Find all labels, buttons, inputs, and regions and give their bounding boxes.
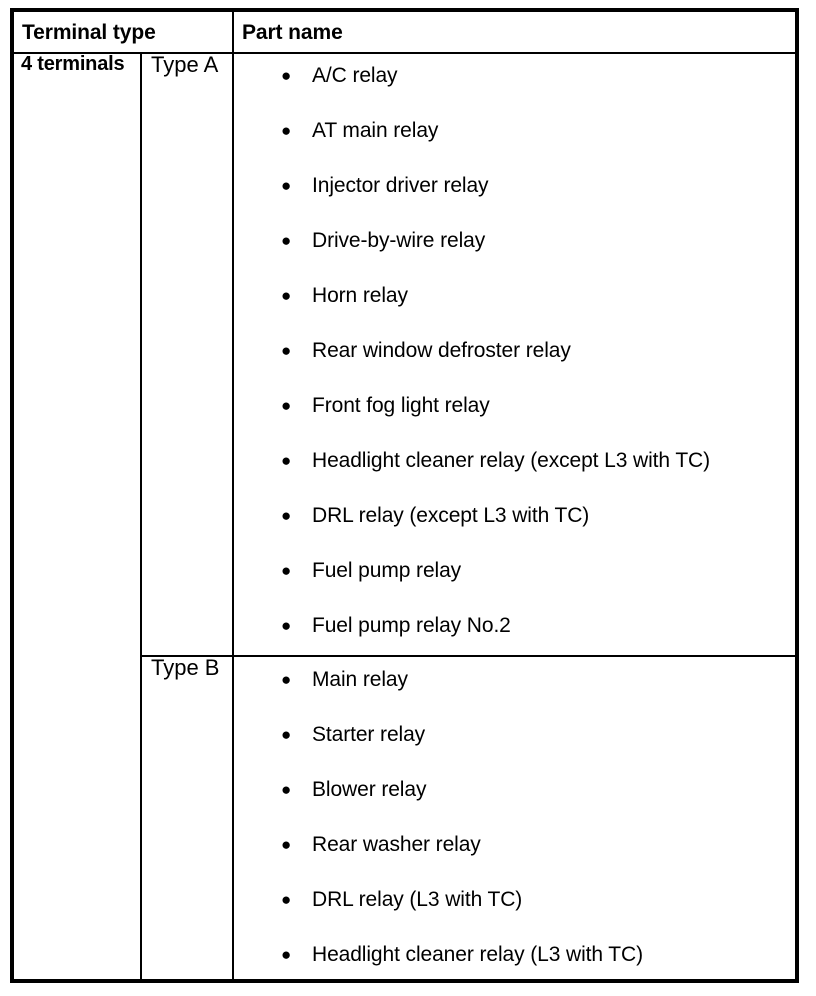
part-name-label: Headlight cleaner relay (L3 with TC) — [312, 943, 643, 967]
part-name-label: Fuel pump relay — [312, 559, 462, 582]
list-item: ● Fuel pump relay — [234, 557, 795, 584]
list-item: ● DRL relay (L3 with TC) — [234, 886, 795, 913]
bullet-icon: ● — [281, 835, 292, 855]
part-name-label: DRL relay (L3 with TC) — [312, 888, 523, 912]
list-item: ● AT main relay — [234, 117, 795, 144]
part-name-label: Front fog light relay — [312, 394, 490, 417]
part-name-label: Starter relay — [312, 723, 426, 747]
list-item: ● DRL relay (except L3 with TC) — [234, 502, 795, 529]
part-name-label: Rear window defroster relay — [312, 339, 571, 362]
bullet-icon: ● — [281, 506, 292, 525]
list-item: ● Headlight cleaner relay (except L3 wit… — [234, 447, 795, 474]
part-name-label: Drive-by-wire relay — [312, 229, 486, 252]
header-label-terminal-type: Terminal type — [22, 20, 156, 44]
part-name-label: AT main relay — [312, 119, 439, 142]
part-name-label: Rear washer relay — [312, 833, 481, 857]
bullet-icon: ● — [281, 561, 292, 580]
part-name-label: A/C relay — [312, 64, 398, 87]
bullet-icon: ● — [281, 341, 292, 360]
list-item: ● Rear window defroster relay — [234, 337, 795, 364]
bullet-icon: ● — [281, 945, 292, 965]
bullet-icon: ● — [281, 121, 292, 140]
list-item: ● Fuel pump relay No.2 — [234, 612, 795, 639]
bullet-icon: ● — [281, 231, 292, 250]
list-item: ● Starter relay — [234, 721, 795, 748]
list-item: ● Drive-by-wire relay — [234, 227, 795, 254]
part-name-label: Horn relay — [312, 284, 408, 307]
part-name-label: Injector driver relay — [312, 174, 489, 197]
relay-terminal-table: Terminal type Part name 4 terminals Type… — [10, 8, 799, 983]
bullet-icon: ● — [281, 670, 292, 690]
bullet-icon: ● — [281, 890, 292, 910]
list-item: ● Headlight cleaner relay (L3 with TC) — [234, 941, 795, 968]
part-list-type-a: ● A/C relay ● AT main relay ● Injector d… — [234, 62, 795, 639]
bullet-icon: ● — [281, 286, 292, 305]
table-row: 4 terminals Type A ● A/C relay ● AT main… — [11, 51, 798, 982]
bullet-icon: ● — [281, 396, 292, 415]
part-name-cell-type-a: ● A/C relay ● AT main relay ● Injector d… — [232, 51, 798, 658]
list-item: ● Rear washer relay — [234, 831, 795, 858]
table-header-row: Terminal type Part name — [11, 9, 798, 54]
part-name-label: DRL relay (except L3 with TC) — [312, 504, 590, 527]
type-cell-type-a: Type A — [140, 51, 234, 658]
table-row: Type B ● Main relay ● Starter relay — [12, 655, 798, 982]
header-cell-terminal-type: Terminal type — [11, 9, 234, 54]
type-cell-type-b: Type B — [140, 655, 234, 982]
header-cell-part-name: Part name — [232, 9, 798, 54]
part-name-cell-type-b: ● Main relay ● Starter relay ● Blower re… — [232, 655, 798, 982]
list-item: ● Front fog light relay — [234, 392, 795, 419]
part-name-label: Main relay — [312, 668, 408, 692]
terminal-type-label: 4 terminals — [21, 53, 125, 75]
terminal-type-cell-4-terminals: 4 terminals — [11, 52, 142, 982]
bullet-icon: ● — [281, 725, 292, 745]
list-item: ● Injector driver relay — [234, 172, 795, 199]
bullet-icon: ● — [281, 616, 292, 635]
header-label-part-name: Part name — [242, 20, 343, 44]
list-item: ● A/C relay — [234, 62, 795, 89]
bullet-icon: ● — [281, 780, 292, 800]
part-list-type-b: ● Main relay ● Starter relay ● Blower re… — [234, 666, 795, 968]
type-label-b: Type B — [151, 655, 220, 681]
part-name-label: Headlight cleaner relay (except L3 with … — [312, 449, 711, 472]
bullet-icon: ● — [281, 66, 292, 85]
part-name-label: Blower relay — [312, 778, 427, 802]
part-name-label: Fuel pump relay No.2 — [312, 614, 511, 637]
bullet-icon: ● — [281, 451, 292, 470]
list-item: ● Horn relay — [234, 282, 795, 309]
list-item: ● Main relay — [234, 666, 795, 693]
list-item: ● Blower relay — [234, 776, 795, 803]
bullet-icon: ● — [281, 176, 292, 195]
type-label-a: Type A — [151, 52, 219, 77]
